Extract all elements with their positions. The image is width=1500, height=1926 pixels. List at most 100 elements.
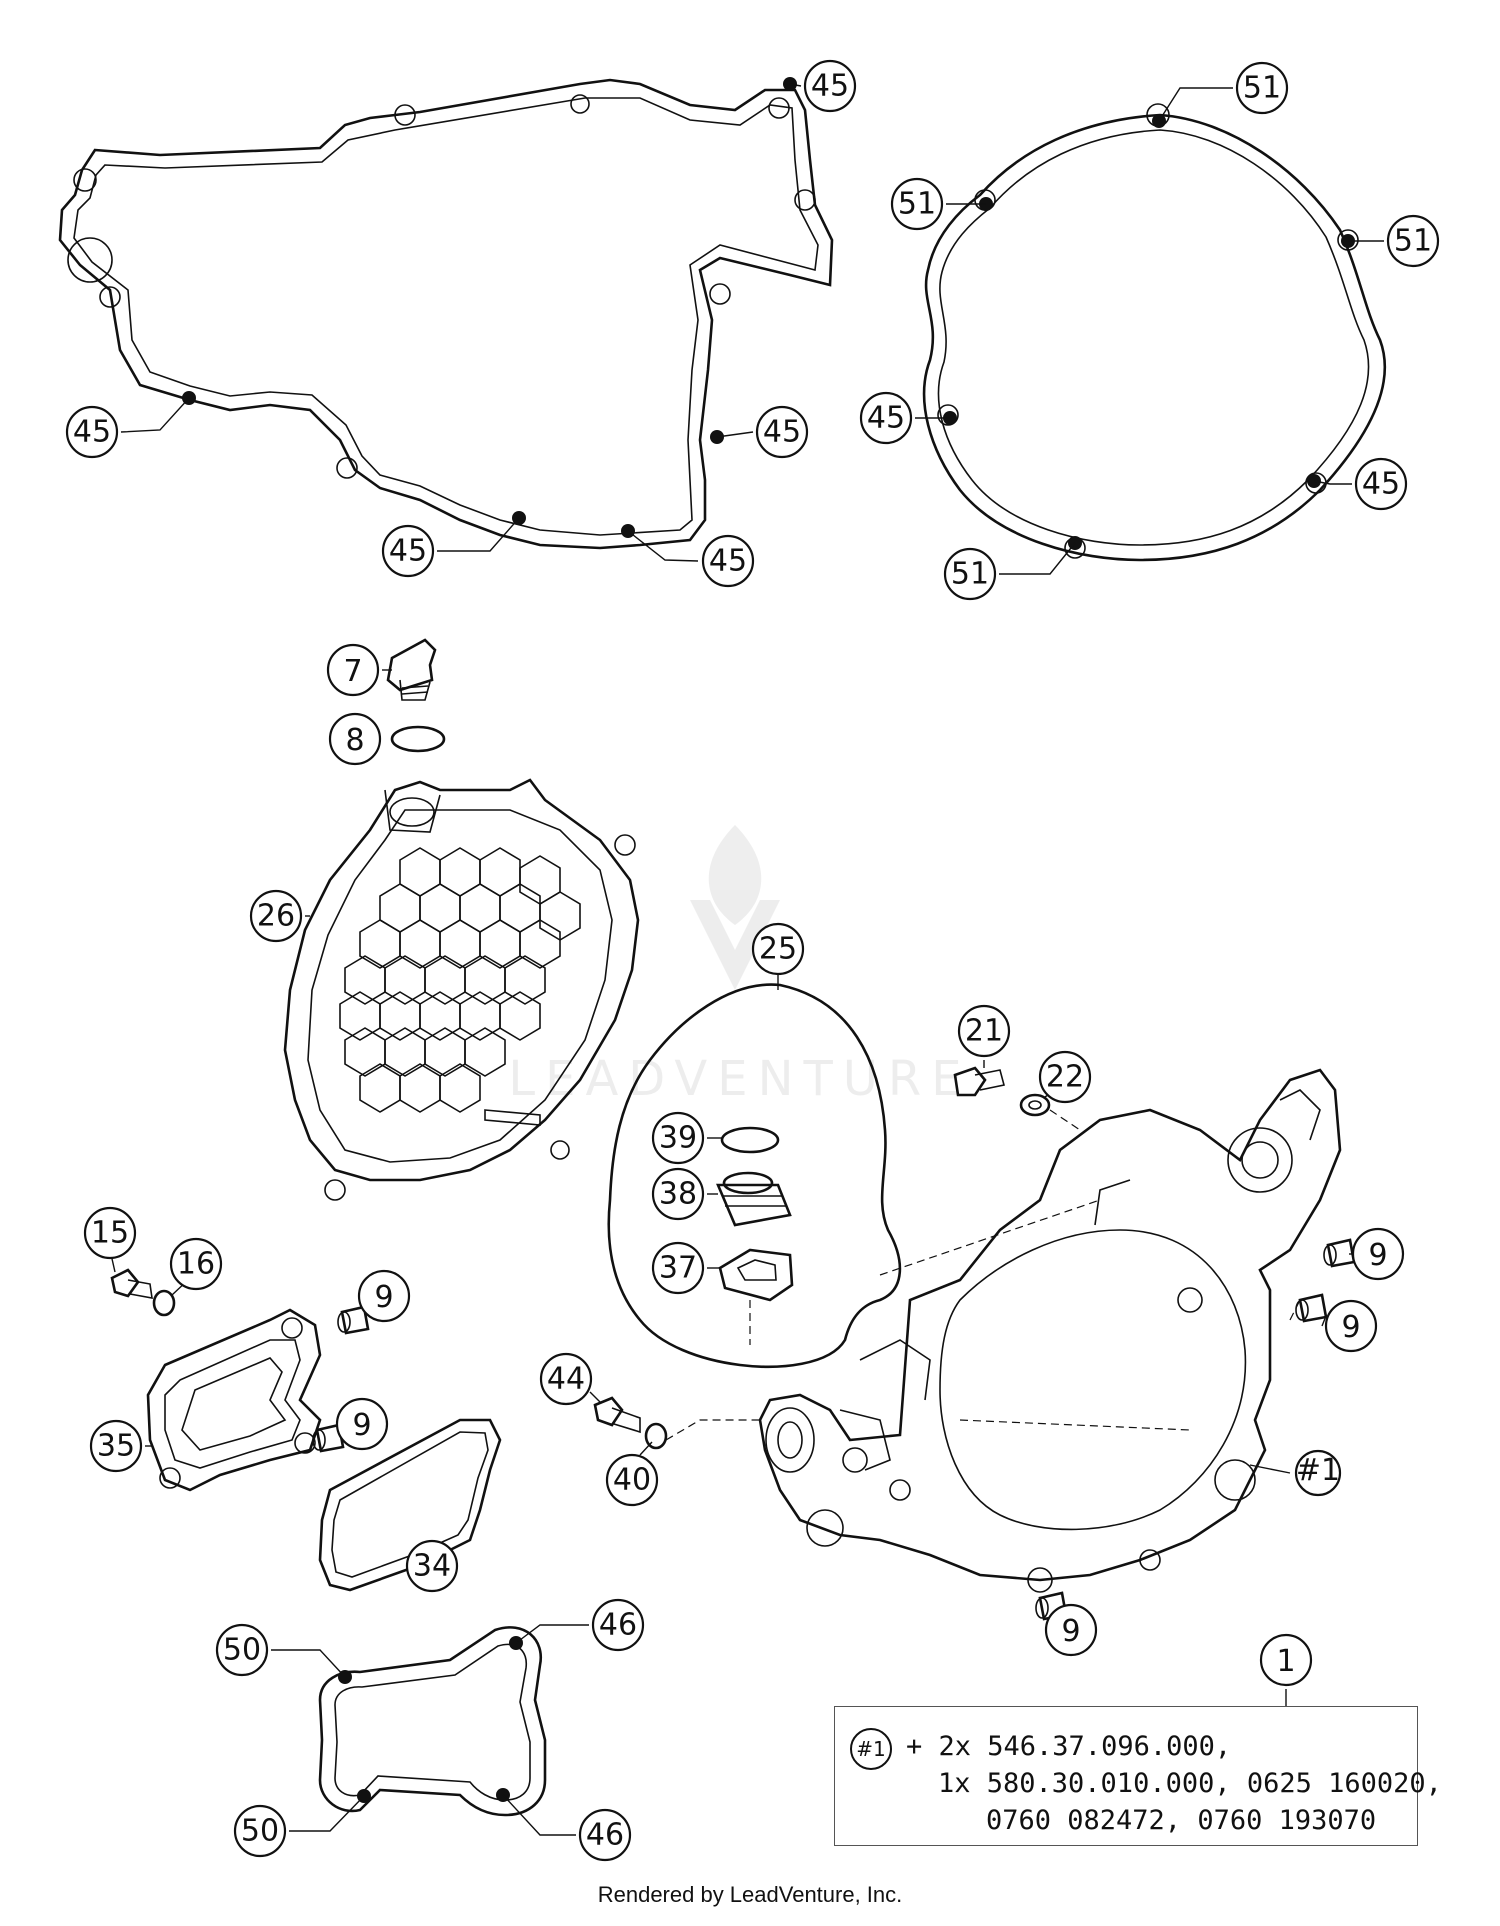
callout-c-21: 21 — [957, 1004, 1011, 1058]
callout-c-37-circle — [651, 1241, 705, 1295]
footer-credit: Rendered by LeadVenture, Inc. — [597, 1882, 903, 1907]
note-line-1: + 2x 546.37.096.000, — [906, 1731, 1232, 1762]
callout-c-9-b-circle — [1351, 1227, 1405, 1281]
callout-c-45-f: 45 — [859, 391, 913, 445]
callout-c-50-b: 50 — [233, 1804, 287, 1858]
callout-c-45-e-circle — [701, 534, 755, 588]
callout-c-22-circle — [1038, 1050, 1092, 1104]
callout-c-45-a: 45 — [803, 59, 857, 113]
callout-c-9-c-circle — [1324, 1299, 1378, 1353]
crankcase-gasket-left — [58, 77, 834, 562]
callout-c-51-a: 51 — [1235, 61, 1289, 115]
note-line-2: 1x 580.30.010.000, 0625 160020, — [938, 1768, 1442, 1799]
oil-filler-plug — [382, 638, 437, 701]
water-pump-cover — [145, 1308, 322, 1492]
callout-c-16: 16 — [169, 1237, 223, 1291]
callout-c-38-label: 38 — [659, 1176, 697, 1211]
callout-c-7-label: 7 — [343, 654, 362, 689]
gasket-37 — [707, 1248, 794, 1345]
callout-c-51-b-circle — [890, 177, 944, 231]
callout-c-44-label: 44 — [547, 1361, 585, 1396]
callout-c-8: 8 — [328, 712, 382, 766]
callout-c-45-a-circle — [803, 59, 857, 113]
callout-c-39-circle — [651, 1111, 705, 1165]
valve-38 — [707, 1171, 792, 1227]
callout-c-45-c-circle — [755, 405, 809, 459]
callout-c-39: 39 — [651, 1111, 705, 1165]
callout-c-45-b-label: 45 — [73, 414, 111, 449]
callout-c-16-label: 16 — [177, 1246, 215, 1281]
callout-c-26-circle — [249, 889, 303, 943]
kit-note-box — [834, 1706, 1418, 1846]
callout-c-51-c-circle — [1386, 214, 1440, 268]
callout-c-45-e-label: 45 — [709, 543, 747, 578]
callout-c-1-label: 1 — [1276, 1644, 1295, 1679]
ignition-cover — [283, 778, 640, 1201]
callout-c-51-d: 51 — [943, 547, 997, 601]
callout-c-40-circle — [605, 1453, 659, 1507]
o-ring-8 — [390, 725, 446, 753]
callout-c-45-g: 45 — [1354, 457, 1408, 511]
callout-c-51-d-circle — [943, 547, 997, 601]
callout-c-51-a-label: 51 — [1243, 70, 1281, 105]
callout-c-45-g-circle — [1354, 457, 1408, 511]
callout-c-9-b-label: 9 — [1368, 1238, 1387, 1273]
callout-hash-1-label: #1 — [1296, 1453, 1340, 1488]
callout-c-9-c-label: 9 — [1341, 1310, 1360, 1345]
callout-c-34-circle — [405, 1539, 459, 1593]
callout-c-46-a: 46 — [591, 1598, 645, 1652]
callout-c-35: 35 — [89, 1419, 143, 1473]
callout-c-46-b-label: 46 — [586, 1817, 624, 1852]
callout-c-35-circle — [89, 1419, 143, 1473]
callout-c-9-e-circle — [1044, 1603, 1098, 1657]
callout-c-21-label: 21 — [965, 1013, 1003, 1048]
callout-c-9-d-label: 9 — [352, 1408, 371, 1443]
callout-c-51-b: 51 — [890, 177, 944, 231]
watermark: LEADVENTURE — [508, 825, 962, 1107]
callout-c-9-a-circle — [357, 1269, 411, 1323]
callout-c-21-circle — [957, 1004, 1011, 1058]
callout-c-22: 22 — [1038, 1050, 1092, 1104]
dowel-9-right-bottom — [1295, 1293, 1328, 1327]
callout-c-9-b: 9 — [1351, 1227, 1405, 1281]
callout-c-9-c: 9 — [1324, 1299, 1378, 1353]
callout-c-26: 26 — [249, 889, 303, 943]
callout-c-45-d-label: 45 — [389, 533, 427, 568]
washer-40 — [639, 1419, 760, 1456]
clutch-cover — [758, 1068, 1342, 1593]
callout-c-50-b-circle — [233, 1804, 287, 1858]
callout-c-37: 37 — [651, 1241, 705, 1295]
callout-c-37-label: 37 — [659, 1250, 697, 1285]
callout-c-45-g-label: 45 — [1362, 466, 1400, 501]
callout-c-46-a-label: 46 — [599, 1607, 637, 1642]
callout-c-45-f-label: 45 — [867, 400, 905, 435]
callout-c-9-a-label: 9 — [374, 1280, 393, 1315]
dowel-9-left-top — [337, 1305, 370, 1335]
note-line-3: 0760 082472, 0760 193070 — [986, 1805, 1377, 1836]
callout-c-46-a-circle — [591, 1598, 645, 1652]
callout-c-40-label: 40 — [613, 1462, 651, 1497]
callout-c-34: 34 — [405, 1539, 459, 1593]
callout-c-45-d: 45 — [381, 524, 435, 578]
callout-c-1-circle — [1259, 1633, 1313, 1687]
callout-c-9-d-circle — [335, 1397, 389, 1451]
callout-c-46-b-circle — [578, 1808, 632, 1862]
callout-c-25: 25 — [751, 922, 805, 976]
callout-c-39-label: 39 — [659, 1120, 697, 1155]
callout-c-38: 38 — [651, 1167, 705, 1221]
callout-c-45-c-label: 45 — [763, 414, 801, 449]
callout-c-16-circle — [169, 1237, 223, 1291]
callout-c-15: 15 — [83, 1206, 137, 1260]
callout-c-45-c: 45 — [755, 405, 809, 459]
callout-c-40: 40 — [605, 1453, 659, 1507]
note-ref-badge: #1 — [850, 1728, 892, 1770]
callout-c-51-c-label: 51 — [1394, 223, 1432, 258]
screw-21 — [953, 1060, 1005, 1097]
callout-c-51-b-label: 51 — [898, 186, 936, 221]
callout-c-50-b-label: 50 — [241, 1813, 279, 1848]
callout-c-7-circle — [326, 643, 380, 697]
dowel-9-right-top — [1323, 1238, 1356, 1268]
clutch-cover-gasket-25 — [607, 975, 902, 1368]
